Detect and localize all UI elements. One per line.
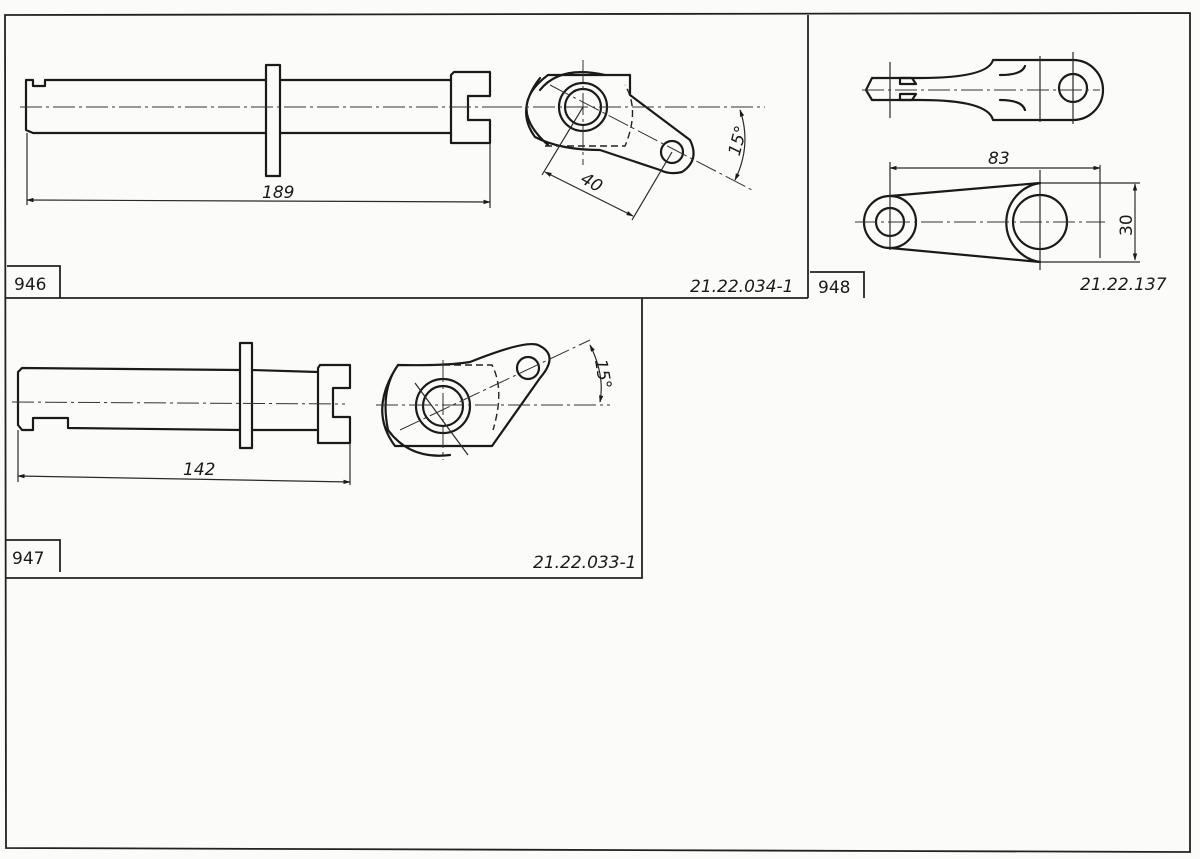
- lever-side-view: [888, 181, 1042, 264]
- panel-number: 947: [12, 549, 44, 569]
- panel-947: 947 21.22.033-1 142 15°: [5, 298, 643, 579]
- panel-number-box: [5, 539, 61, 572]
- panel-number-box: [7, 265, 61, 298]
- flange: [264, 63, 282, 178]
- shaft: [24, 78, 453, 135]
- slotted-head: [449, 70, 492, 145]
- shaft: [16, 366, 320, 432]
- panel-number: 946: [14, 275, 46, 295]
- dimension-length: 142: [183, 460, 215, 480]
- panel-948: 948 21.22.137 83 30: [810, 52, 1167, 298]
- lever-arm-view: 15°: [376, 339, 615, 460]
- outer-frame: [4, 12, 1191, 853]
- panel-946: 946 21.22.034-1 189 40 15°: [5, 15, 809, 299]
- part-code: 21.22.137: [1080, 275, 1167, 295]
- dimension-height: 30: [1117, 214, 1137, 236]
- dimension-length: 189: [262, 183, 294, 203]
- panel-number: 948: [818, 278, 850, 298]
- dimension-angle: 15°: [590, 358, 615, 391]
- dimension-angle: 15°: [725, 124, 752, 158]
- part-code: 21.22.033-1: [533, 553, 636, 573]
- part-code: 21.22.034-1: [690, 277, 793, 297]
- slotted-head: [316, 363, 352, 445]
- lever-arm-view: 40 15°: [500, 60, 765, 221]
- lever-top-view: [864, 58, 1105, 122]
- panel-number-box: [810, 271, 865, 298]
- flange: [238, 341, 254, 450]
- dimension-length: 83: [988, 149, 1010, 169]
- dimension-arm: 40: [577, 169, 606, 197]
